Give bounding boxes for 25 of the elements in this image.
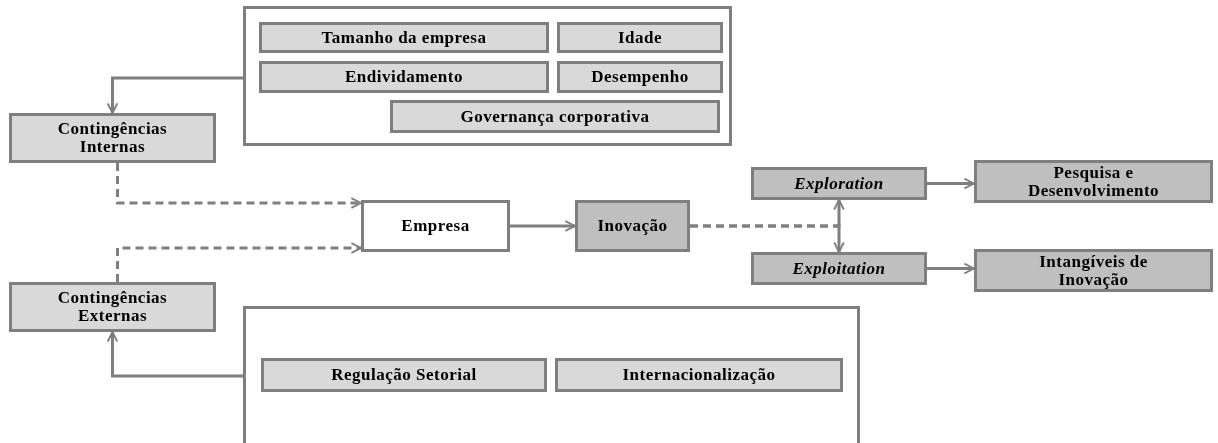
- group-frame: [243, 6, 732, 146]
- label-box: Governança corporativa: [390, 100, 720, 133]
- arrow: [116, 163, 362, 209]
- label-box: Endividamento: [259, 61, 549, 93]
- arrow: [106, 331, 243, 378]
- arrow: [927, 262, 975, 275]
- arrow: [510, 220, 576, 232]
- label-box: Intangíveis de Inovação: [974, 249, 1213, 292]
- label-box: Exploration: [751, 167, 927, 200]
- label-box: Idade: [557, 22, 723, 53]
- label-box: Tamanho da empresa: [259, 22, 549, 53]
- group-frame: [243, 306, 860, 443]
- arrow: [927, 177, 975, 190]
- label-box: Empresa: [361, 200, 510, 252]
- label-box: Internacionalização: [555, 358, 843, 392]
- arrow: [106, 76, 243, 114]
- label-box: Regulação Setorial: [261, 358, 547, 392]
- label-box: Desempenho: [557, 61, 723, 93]
- arrow: [116, 242, 362, 282]
- label-box: Contingências Externas: [9, 282, 216, 332]
- label-box: Contingências Internas: [9, 113, 216, 163]
- label-box: Exploitation: [751, 252, 927, 285]
- arrow: [690, 224, 845, 253]
- label-box: Inovação: [575, 200, 690, 252]
- label-box: Pesquisa e Desenvolvimento: [974, 160, 1213, 203]
